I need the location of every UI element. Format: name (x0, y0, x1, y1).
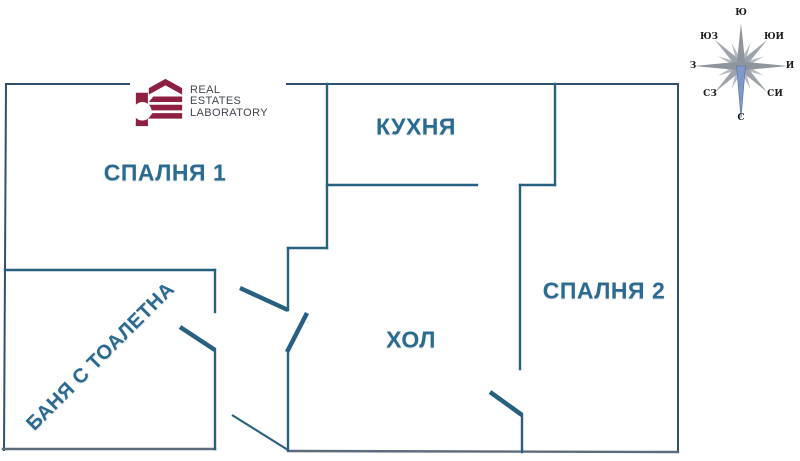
wall-left-wall (2, 82, 8, 452)
logo: REAL ESTATES LABORATORY (130, 70, 286, 134)
compass-label-east: И (786, 61, 795, 71)
room-label-hall: ХОЛ (386, 326, 436, 353)
compass-label-northeast: СИ (767, 89, 783, 99)
compass-ray (738, 39, 768, 69)
logo-wordmark: REAL ESTATES LABORATORY (190, 83, 268, 120)
wall-bottom-wall-right (286, 449, 680, 454)
logo-line-3: LABORATORY (190, 106, 268, 119)
compass-rose: Ю ЮЗ ЮИ З И СЗ СИ С (690, 8, 795, 123)
bedroom1-door-leaf (239, 285, 289, 313)
compass-ray (741, 61, 788, 71)
compass-ray (694, 61, 741, 71)
compass-ray (714, 63, 744, 93)
bedroom2-door-leaf (488, 390, 524, 417)
compass-label-north: С (737, 113, 744, 123)
room-label-bedroom1: СПАЛНЯ 1 (103, 159, 227, 186)
bathroom-door-leaf (178, 325, 217, 352)
compass-label-southwest: ЮЗ (700, 32, 718, 42)
compass-label-southeast: ЮИ (764, 32, 785, 42)
entrance-door-leaf (231, 414, 289, 451)
logo-line-1: REAL (190, 83, 221, 96)
compass-ray (714, 39, 744, 69)
logo-line-2: ESTATES (190, 95, 242, 108)
compass-ray (738, 63, 768, 93)
logo-building-icon (134, 78, 183, 127)
compass-label-west: З (690, 61, 697, 71)
compass-label-northwest: СЗ (703, 89, 717, 99)
compass-label-south: Ю (735, 8, 747, 18)
hall-door-leaf (284, 311, 310, 354)
compass-ray (736, 65, 746, 119)
compass-ray (736, 23, 746, 66)
room-label-bedroom2: СПАЛНЯ 2 (542, 277, 666, 304)
room-label-kitchen: КУХНЯ (376, 113, 456, 140)
